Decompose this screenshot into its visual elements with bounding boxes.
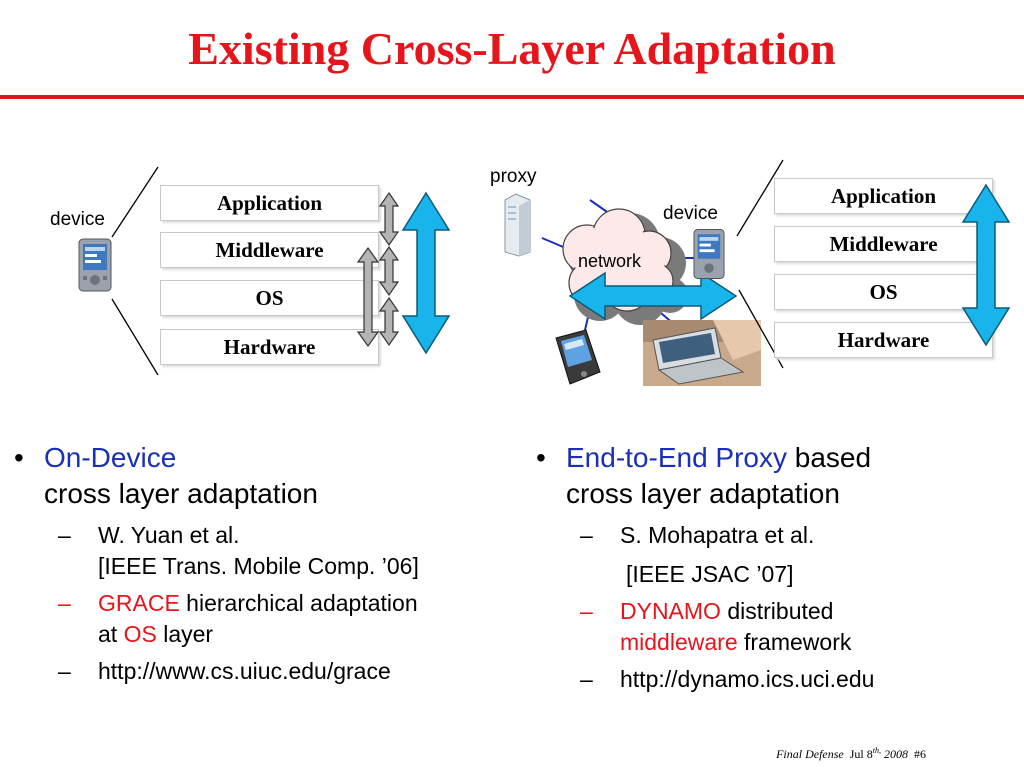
- right-device-icon: [693, 229, 725, 279]
- right-layer-hardware: Hardware: [774, 322, 993, 358]
- footer-date: Jul 8: [849, 747, 873, 761]
- left-device-icon: [78, 238, 112, 292]
- left-bullet-main: • On-Device cross layer adaptation: [14, 442, 318, 509]
- left-heading-highlight: On-Device: [44, 442, 177, 473]
- dynamo-highlight: DYNAMO: [620, 598, 721, 624]
- right-device-label: device: [663, 203, 718, 224]
- left-heading-rest: cross layer adaptation: [44, 478, 318, 509]
- grace-highlight: GRACE: [98, 590, 180, 616]
- proxy-label: proxy: [490, 166, 537, 187]
- left-layer-application: Application: [160, 185, 379, 221]
- right-bullet-main: • End-to-End Proxy based cross layer ada…: [536, 442, 872, 509]
- left-bracket-lines: [111, 166, 159, 376]
- right-cyan-double-arrow-icon: [961, 183, 1011, 347]
- slide-footer: Final Defense Jul 8th, 2008 #6: [776, 746, 926, 761]
- right-layer-application: Application: [774, 178, 993, 214]
- right-bullet-list: • End-to-End Proxy based cross layer ada…: [536, 440, 1016, 695]
- left-layer-middleware: Middleware: [160, 232, 379, 268]
- title-underline: [0, 95, 1024, 99]
- dynamo-url-link[interactable]: http://dynamo.ics.uci.edu: [620, 666, 875, 692]
- right-layer-middleware: Middleware: [774, 226, 993, 262]
- left-cyan-double-arrow-icon: [401, 191, 451, 355]
- pda-client-icon: [555, 329, 601, 385]
- right-horizontal-double-arrow-icon: [568, 271, 738, 321]
- left-sub-bullet-1: – W. Yuan et al. [IEEE Trans. Mobile Com…: [58, 522, 419, 579]
- left-layer-hardware: Hardware: [160, 329, 379, 365]
- left-sub-bullet-3: – http://www.cs.uiuc.edu/grace: [58, 658, 391, 684]
- right-sub-bullet-2: – DYNAMO distributed middleware framewor…: [580, 598, 852, 655]
- right-heading-highlight: End-to-End Proxy: [566, 442, 787, 473]
- middleware-highlight: middleware: [620, 629, 738, 655]
- right-sub-bullet-3: – http://dynamo.ics.uci.edu: [580, 666, 875, 692]
- left-device-label: device: [50, 209, 105, 230]
- gray-arrows-icon: [356, 191, 400, 348]
- footer-event: Final Defense: [776, 747, 844, 761]
- left-sub-bullet-2: – GRACE hierarchical adaptation at OS la…: [58, 590, 418, 647]
- proxy-server-icon: [504, 193, 531, 257]
- left-layer-os: OS: [160, 280, 379, 316]
- right-heading-rest: cross layer adaptation: [566, 478, 840, 509]
- right-layer-os: OS: [774, 274, 993, 310]
- footer-page-number: #6: [914, 747, 926, 761]
- right-sub-bullet-1: – S. Mohapatra et al. [IEEE JSAC ’07]: [580, 522, 815, 587]
- left-bullet-list: • On-Device cross layer adaptation – W. …: [14, 440, 504, 687]
- os-highlight: OS: [123, 621, 157, 647]
- slide-title: Existing Cross-Layer Adaptation: [188, 23, 836, 74]
- laptop-client-icon: [643, 320, 761, 386]
- grace-url-link[interactable]: http://www.cs.uiuc.edu/grace: [98, 658, 391, 684]
- network-label: network: [578, 251, 642, 271]
